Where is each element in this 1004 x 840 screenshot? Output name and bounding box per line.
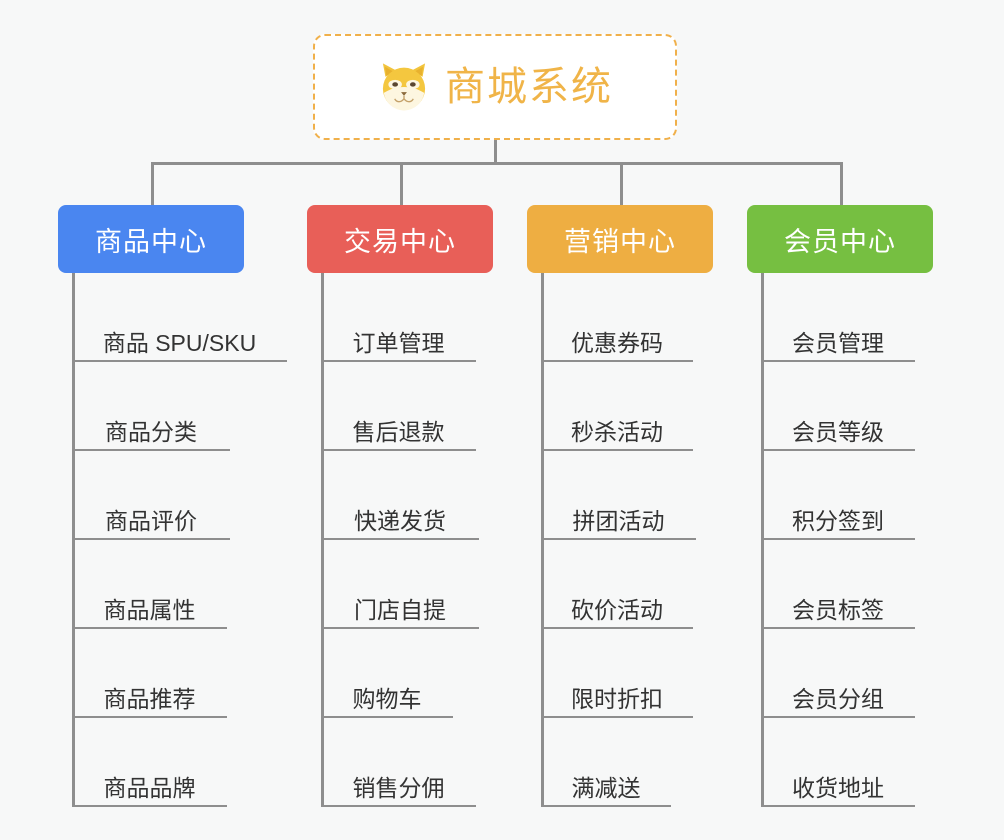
leaf-item[interactable]: 积分签到 bbox=[761, 451, 915, 540]
branch-spine-trade-center bbox=[321, 273, 324, 807]
root-node[interactable]: 商城系统 bbox=[313, 34, 677, 140]
leaf-item[interactable]: 收货地址 bbox=[761, 718, 915, 807]
category-header-trade-center[interactable]: 交易中心 bbox=[307, 205, 493, 273]
leaf-item[interactable]: 会员管理 bbox=[761, 273, 915, 362]
leaf-item-label: 会员等级 bbox=[792, 418, 884, 445]
category-header-label: 商品中心 bbox=[95, 226, 207, 257]
category-header-member-center[interactable]: 会员中心 bbox=[747, 205, 933, 273]
leaf-item[interactable]: 商品评价 bbox=[72, 451, 230, 540]
trunk-bar bbox=[151, 162, 843, 165]
leaf-item-label: 积分签到 bbox=[792, 507, 884, 534]
branch-spine-member-center bbox=[761, 273, 764, 807]
leaf-item[interactable]: 满减送 bbox=[541, 718, 671, 807]
leaf-item-label: 限时折扣 bbox=[571, 685, 663, 712]
leaf-item-label: 满减送 bbox=[571, 774, 641, 801]
leaf-item[interactable]: 砍价活动 bbox=[541, 540, 693, 629]
leaf-item-label: 商品属性 bbox=[103, 596, 196, 623]
category-header-label: 交易中心 bbox=[344, 226, 456, 257]
category-header-label: 会员中心 bbox=[784, 226, 896, 257]
leaf-item[interactable]: 商品品牌 bbox=[72, 718, 227, 807]
trunk-drop-member-center bbox=[840, 162, 843, 205]
category-header-product-center[interactable]: 商品中心 bbox=[58, 205, 244, 273]
leaf-item[interactable]: 会员等级 bbox=[761, 362, 915, 451]
dog-face-icon bbox=[377, 60, 431, 114]
trunk-drop-product-center bbox=[151, 162, 154, 205]
leaf-item-label: 门店自提 bbox=[354, 596, 446, 623]
leaf-item-label: 优惠券码 bbox=[571, 329, 663, 356]
leaf-item-label: 拼团活动 bbox=[572, 507, 665, 534]
leaf-item-label: 订单管理 bbox=[352, 329, 445, 356]
leaf-item[interactable]: 售后退款 bbox=[321, 362, 476, 451]
leaf-item[interactable]: 商品推荐 bbox=[72, 629, 227, 718]
trunk-stem bbox=[494, 140, 497, 165]
leaf-item[interactable]: 拼团活动 bbox=[541, 451, 696, 540]
root-title: 商城系统 bbox=[445, 65, 613, 109]
leaf-item-label: 砍价活动 bbox=[571, 596, 663, 623]
leaf-item[interactable]: 购物车 bbox=[321, 629, 453, 718]
leaf-item[interactable]: 秒杀活动 bbox=[541, 362, 693, 451]
leaf-item-label: 售后退款 bbox=[352, 418, 445, 445]
leaf-item[interactable]: 订单管理 bbox=[321, 273, 476, 362]
leaf-item[interactable]: 门店自提 bbox=[321, 540, 479, 629]
trunk-drop-marketing-center bbox=[620, 162, 623, 205]
leaf-item-label: 会员标签 bbox=[792, 596, 884, 623]
branch-spine-marketing-center bbox=[541, 273, 544, 807]
leaf-item-label: 销售分佣 bbox=[352, 774, 445, 801]
leaf-item-label: 会员管理 bbox=[792, 329, 884, 356]
leaf-item[interactable]: 商品属性 bbox=[72, 540, 227, 629]
leaf-item-label: 秒杀活动 bbox=[571, 418, 663, 445]
category-header-label: 营销中心 bbox=[564, 226, 676, 257]
leaf-item[interactable]: 销售分佣 bbox=[321, 718, 476, 807]
leaf-item[interactable]: 限时折扣 bbox=[541, 629, 693, 718]
leaf-item-label: 收货地址 bbox=[792, 774, 884, 801]
leaf-item-label: 快递发货 bbox=[354, 507, 446, 534]
leaf-item[interactable]: 商品 SPU/SKU bbox=[72, 273, 287, 362]
leaf-item[interactable]: 会员分组 bbox=[761, 629, 915, 718]
leaf-item-label: 商品分类 bbox=[105, 418, 197, 445]
trunk-drop-trade-center bbox=[400, 162, 403, 205]
leaf-item[interactable]: 商品分类 bbox=[72, 362, 230, 451]
leaf-item-label: 商品 SPU/SKU bbox=[102, 329, 257, 356]
leaf-item[interactable]: 会员标签 bbox=[761, 540, 915, 629]
leaf-item-label: 商品推荐 bbox=[103, 685, 196, 712]
branch-spine-product-center bbox=[72, 273, 75, 807]
leaf-item[interactable]: 优惠券码 bbox=[541, 273, 693, 362]
leaf-item-label: 商品品牌 bbox=[103, 774, 196, 801]
leaf-item-label: 购物车 bbox=[352, 685, 422, 712]
leaf-item-label: 商品评价 bbox=[105, 507, 197, 534]
leaf-item-label: 会员分组 bbox=[792, 685, 884, 712]
category-header-marketing-center[interactable]: 营销中心 bbox=[527, 205, 713, 273]
leaf-item[interactable]: 快递发货 bbox=[321, 451, 479, 540]
